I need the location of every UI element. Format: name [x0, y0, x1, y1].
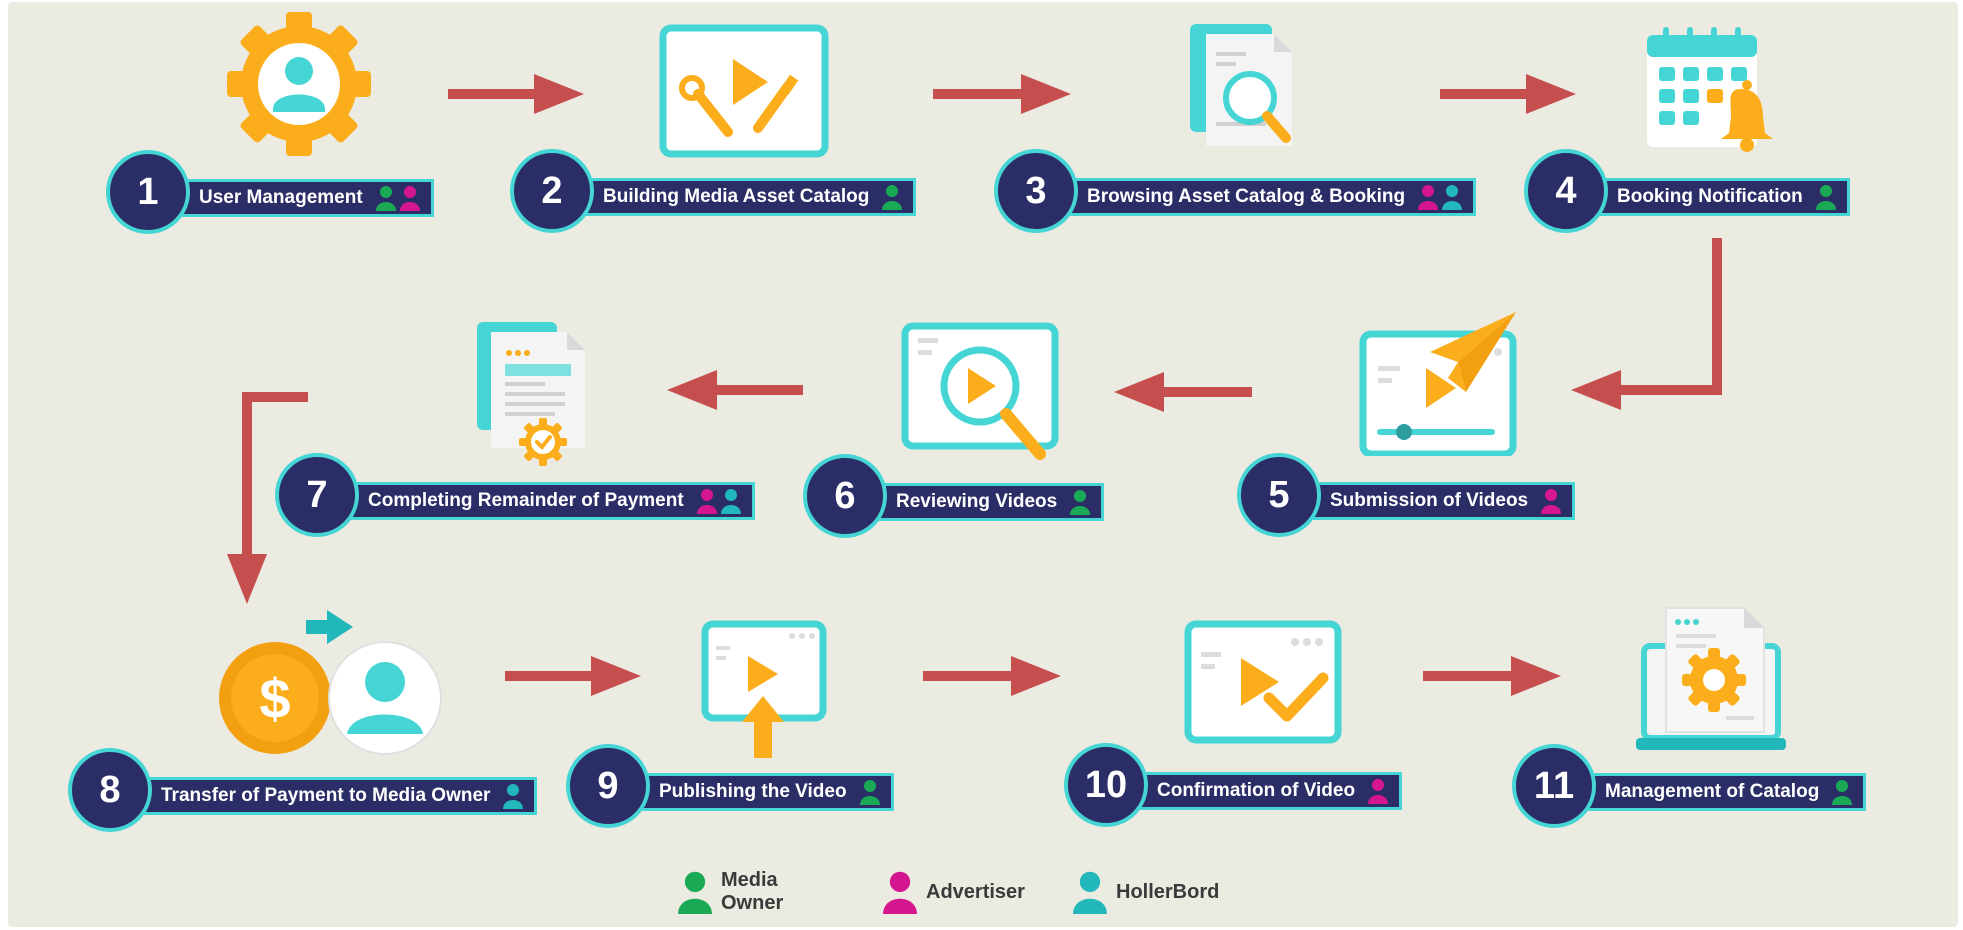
video-magnifier-icon: [901, 322, 1059, 460]
document-search-icon: [1190, 24, 1292, 146]
svg-text:$: $: [259, 667, 290, 730]
step-label-bar: Building Media Asset Catalog: [570, 178, 917, 216]
user-gear-icon: [227, 12, 371, 156]
role-icons: [375, 185, 421, 211]
step-label-bar: Browsing Asset Catalog & Booking: [1054, 178, 1477, 216]
step-label: Publishing the Video: [659, 781, 847, 802]
media-owner-person-icon: [1815, 184, 1837, 210]
step-number: 8: [68, 748, 152, 832]
step-label: Reviewing Videos: [896, 491, 1058, 512]
advertiser-person-icon: [696, 488, 718, 514]
step-label-bar: User Management: [166, 179, 434, 217]
role-icons: [502, 783, 524, 809]
step-label: Submission of Videos: [1330, 490, 1529, 511]
step-label-bar: Submission of Videos: [1297, 482, 1576, 520]
advertiser-person-icon: [1367, 778, 1389, 804]
step-label-bar: Transfer of Payment to Media Owner: [128, 777, 538, 815]
media-owner-person-icon: [859, 779, 881, 805]
tools-play-icon: [659, 24, 829, 158]
role-icons: [1815, 184, 1837, 210]
legend-advertiser: Advertiser: [880, 870, 1025, 914]
step-label-bar: Publishing the Video: [626, 773, 894, 811]
dollar-transfer-icon: $: [219, 610, 442, 755]
person-icon: [675, 870, 715, 914]
arrow-7-8: [227, 392, 308, 604]
media-owner-person-icon: [1831, 779, 1853, 805]
role-icons: [1417, 184, 1463, 210]
step-number: 11: [1512, 744, 1596, 828]
step-number: 5: [1237, 453, 1321, 537]
hollerbord-person-icon: [720, 488, 742, 514]
step-number: 9: [566, 744, 650, 828]
step-number: 1: [106, 150, 190, 234]
step-number: 3: [994, 149, 1078, 233]
step-label: Browsing Asset Catalog & Booking: [1087, 186, 1406, 207]
legend-label: Media Owner: [721, 869, 784, 914]
advertiser-person-icon: [399, 185, 421, 211]
video-upload-icon: [701, 620, 827, 758]
role-icons: [1367, 778, 1389, 804]
role-icons: [1540, 488, 1562, 514]
arrow-4-5: [1571, 238, 1722, 410]
step-label: Management of Catalog: [1605, 781, 1820, 802]
role-icons: [881, 184, 903, 210]
hollerbord-person-icon: [502, 783, 524, 809]
legend-label: Advertiser: [926, 880, 1025, 903]
step-label-bar: Management of Catalog: [1572, 773, 1867, 811]
invoice-check-icon: [477, 322, 585, 466]
step-label-bar: Completing Remainder of Payment: [335, 482, 755, 520]
video-paper-plane-icon: [1359, 312, 1517, 456]
video-checkmark-icon: [1184, 620, 1342, 744]
step-label: Building Media Asset Catalog: [603, 186, 870, 207]
step-label: Transfer of Payment to Media Owner: [161, 785, 491, 806]
step-label: Booking Notification: [1617, 186, 1803, 207]
role-icons: [1831, 779, 1853, 805]
step-label: User Management: [199, 187, 363, 208]
media-owner-person-icon: [1069, 489, 1091, 515]
legend-label: HollerBord: [1116, 880, 1220, 903]
step-number: 2: [510, 149, 594, 233]
step-label-bar: Reviewing Videos: [863, 483, 1105, 521]
step-number: 7: [275, 453, 359, 537]
legend-hollerbord: HollerBord: [1070, 870, 1219, 914]
role-icons: [1069, 489, 1091, 515]
step-number: 6: [803, 454, 887, 538]
advertiser-person-icon: [1540, 488, 1562, 514]
calendar-bell-icon: [1647, 27, 1773, 152]
role-icons: [859, 779, 881, 805]
person-icon: [1070, 870, 1110, 914]
hollerbord-person-icon: [1441, 184, 1463, 210]
step-number: 4: [1524, 149, 1608, 233]
laptop-gear-icon: [1636, 607, 1786, 750]
step-number: 10: [1064, 743, 1148, 827]
media-owner-person-icon: [881, 184, 903, 210]
step-label: Completing Remainder of Payment: [368, 490, 684, 511]
step-label-bar: Confirmation of Video: [1124, 772, 1403, 810]
legend-media-owner: Media Owner: [675, 869, 784, 914]
advertiser-person-icon: [1417, 184, 1439, 210]
step-label-bar: Booking Notification: [1584, 178, 1850, 216]
role-icons: [696, 488, 742, 514]
step-label: Confirmation of Video: [1157, 780, 1356, 801]
media-owner-person-icon: [375, 185, 397, 211]
person-icon: [880, 870, 920, 914]
